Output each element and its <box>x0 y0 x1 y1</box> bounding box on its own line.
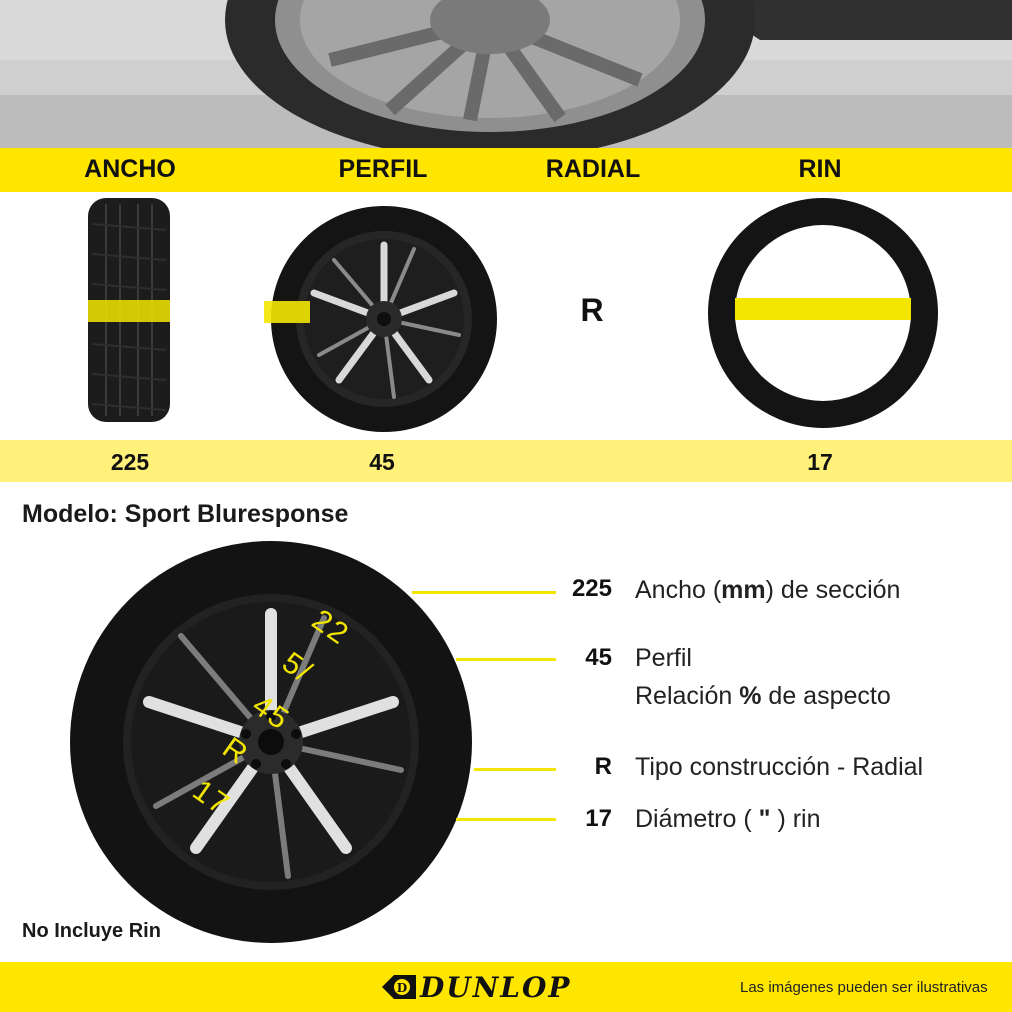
legend-perfil-pre: Relación <box>635 682 740 710</box>
legend-desc-rin: Diámetro ( " ) rin <box>635 805 821 834</box>
svg-text:D: D <box>397 981 407 995</box>
footer-disclaimer: Las imágenes pueden ser ilustrativas <box>740 979 988 996</box>
legend-desc-radial: Tipo construcción - Radial <box>635 753 924 781</box>
legend-rin-inch: " <box>758 805 771 833</box>
leader-line-radial <box>474 768 556 771</box>
legend-rin-post: ) rin <box>770 805 821 833</box>
header-ancho: ANCHO <box>84 155 176 183</box>
legend-desc-perfil-2: Relación % de aspecto <box>635 682 891 711</box>
legend-ancho-pre: Ancho ( <box>635 576 722 604</box>
dunlop-logo-icon: D <box>382 975 416 999</box>
legend-desc-perfil: Perfil <box>635 644 692 672</box>
legend-code-ancho: 225 <box>571 575 612 602</box>
legend-code-rin: 17 <box>585 805 612 832</box>
no-rim-note: No Incluye Rin <box>22 920 161 942</box>
header-perfil: PERFIL <box>338 155 428 183</box>
legend-desc-ancho: Ancho (mm) de sección <box>635 576 900 605</box>
values-band <box>0 440 1012 482</box>
value-ancho: 225 <box>110 449 150 475</box>
legend-perfil-post: de aspecto <box>761 682 891 710</box>
leader-line-ancho <box>412 591 556 594</box>
value-perfil: 45 <box>369 449 395 475</box>
legend-rin-pre: Diámetro ( <box>635 805 759 833</box>
model-name: Sport Bluresponse <box>124 500 349 528</box>
profile-highlight <box>264 301 310 323</box>
header-rin: RIN <box>798 155 842 183</box>
leader-line-rin <box>456 818 556 821</box>
legend-perfil-percent: % <box>739 682 762 710</box>
header-band <box>0 148 1012 192</box>
wheel-profile-image <box>264 206 497 432</box>
rim-highlight <box>735 298 911 320</box>
model-line: Modelo: Sport Bluresponse <box>22 500 348 529</box>
radial-value: R <box>580 292 604 328</box>
footer-band <box>0 962 1012 1012</box>
car-wheel-photo <box>0 0 1012 148</box>
legend-code-radial: R <box>594 753 612 780</box>
rim-ring-image <box>708 198 938 428</box>
model-label: Modelo: <box>22 500 118 528</box>
brand-name: DUNLOP <box>420 971 572 1004</box>
header-radial: RADIAL <box>545 155 641 183</box>
value-rin: 17 <box>807 449 833 475</box>
legend-ancho-unit: mm <box>721 576 766 604</box>
legend-ancho-post: ) de sección <box>765 576 901 604</box>
legend-code-perfil: 45 <box>585 644 612 671</box>
width-highlight <box>88 300 170 322</box>
tire-tread-image <box>88 198 170 422</box>
leader-line-perfil <box>456 658 556 661</box>
hero-photo <box>0 0 1012 148</box>
large-tire-image <box>70 541 472 943</box>
